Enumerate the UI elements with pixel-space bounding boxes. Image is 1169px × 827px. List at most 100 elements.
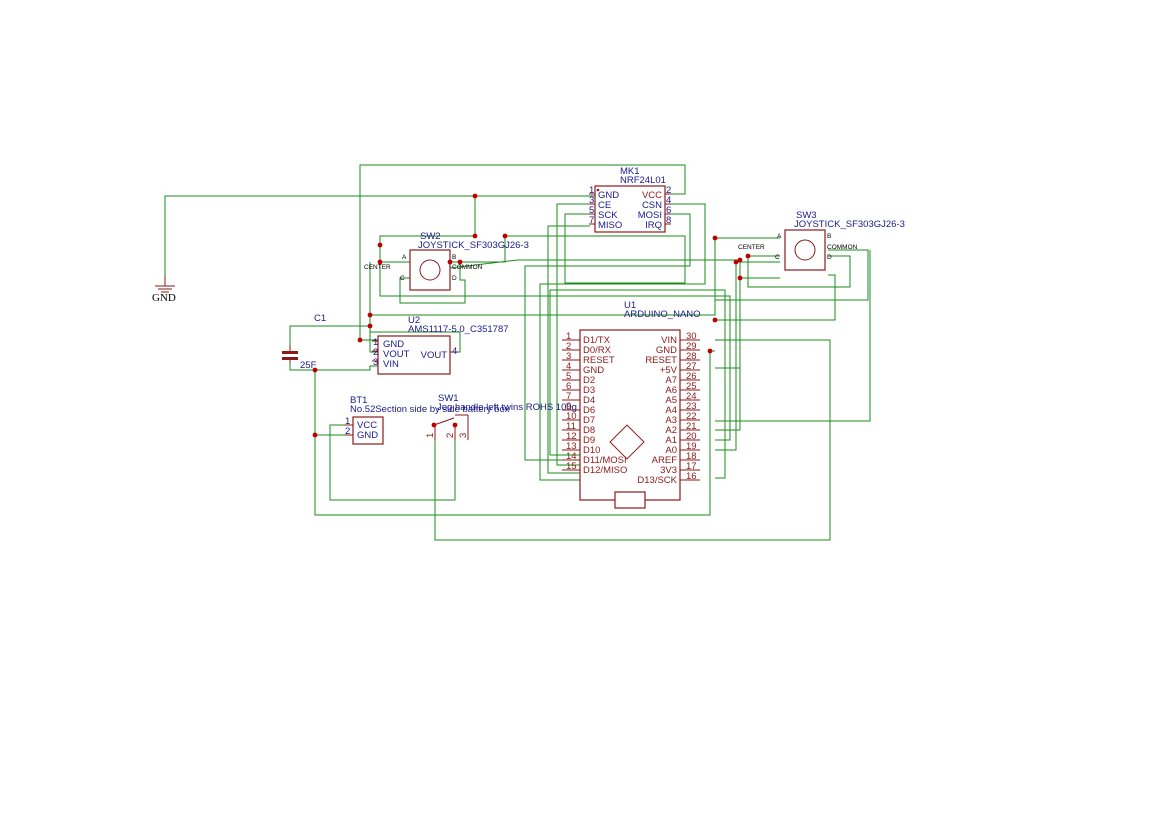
c1-value: 25F: [300, 360, 317, 371]
mk1-value: NRF24L01: [620, 175, 666, 186]
wire: [547, 225, 590, 474]
u1-pin-name: D1/TX: [583, 335, 611, 346]
u1-pin-num: 23: [686, 401, 697, 412]
junction-dot: [737, 257, 743, 263]
wire: [524, 213, 691, 461]
junction-dot: [367, 323, 373, 329]
sw2-joystick[interactable]: SW2 JOYSTICK_SF303GJ26-3 A B C D CENTER …: [364, 231, 529, 291]
wire: [379, 196, 476, 263]
sw3-joystick[interactable]: SW3 JOYSTICK_SF303GJ26-3 A B C D CENTER …: [738, 210, 905, 271]
sw2-pin-b: B: [452, 254, 456, 261]
sw3-pin-d: D: [827, 254, 832, 261]
u2-ref: U2: [408, 315, 420, 326]
junction-dot: [502, 233, 508, 239]
sw2-pin-c: C: [400, 275, 405, 282]
junction-dot: [707, 348, 713, 354]
bt1-pin-name: VCC: [357, 420, 377, 431]
u1-pin-name: GND: [583, 365, 604, 376]
u1-pin-name: D9: [583, 435, 595, 446]
bt1-value: No.52Section side by side battery box: [350, 404, 510, 415]
junction-dot: [447, 259, 453, 265]
gnd-label: GND: [152, 292, 176, 304]
sw2-center: CENTER: [364, 264, 391, 271]
u1-pin-name: D0/RX: [583, 345, 612, 356]
c1-ref: C1: [314, 313, 326, 324]
u1-pin-num: 13: [566, 441, 577, 452]
mk1-pin-name: MOSI: [638, 210, 662, 221]
u1-pin-name: A3: [665, 415, 677, 426]
junction-dot: [745, 253, 751, 259]
u1-pin-name: D7: [583, 415, 595, 426]
u1-pin-num: 16: [686, 471, 697, 482]
u1-pin-name: D2: [583, 375, 595, 386]
mk1-pin-name: SCK: [598, 210, 618, 221]
u1-pin-name: AREF: [652, 455, 678, 466]
u1-pin-name: GND: [656, 345, 677, 356]
sw3-center: CENTER: [738, 244, 765, 251]
mk1-pin-num: 4: [666, 195, 671, 206]
junction-dot: [357, 337, 363, 343]
junction-dot: [312, 432, 318, 438]
u1-pin-num: 27: [686, 361, 697, 372]
u1-pin-num: 2: [566, 341, 571, 352]
junction-dot: [472, 233, 478, 239]
sw1-pin-3: 3: [458, 433, 469, 438]
u1-pin-num: 25: [686, 381, 697, 392]
sw1-micro-switch[interactable]: SW1 Jog handle left twins ROHS 100g Micr…: [425, 393, 633, 440]
u1-pin-num: 28: [686, 351, 697, 362]
u1-value: ARDUINO_NANO: [624, 309, 701, 320]
u1-ref: U1: [624, 300, 636, 311]
sw3-ref: SW3: [796, 210, 817, 221]
sw1-pin-2: 2: [445, 433, 456, 438]
u1-pin-name: A0: [665, 445, 677, 456]
wire: [399, 262, 466, 304]
bt1-pin-num: 1: [345, 416, 350, 427]
junctions: [312, 193, 751, 438]
mk1-pin-num: 1: [589, 185, 594, 196]
u1-pin-name: VIN: [661, 335, 677, 346]
u1-pin-name: 3V3: [660, 465, 677, 476]
wire: [434, 339, 831, 541]
u1-pin-name: RESET: [645, 355, 677, 366]
junction-dot: [377, 259, 383, 265]
u1-pin-num: 7: [566, 391, 571, 402]
sw2-value: JOYSTICK_SF303GJ26-3: [418, 240, 529, 251]
u1-pin-name: D10: [583, 445, 600, 456]
u1-pin-num: 22: [686, 411, 697, 422]
mk1-pin-num: 7: [589, 215, 594, 226]
junction-dot: [737, 275, 743, 281]
u2-pin-name: VOUT: [421, 350, 448, 361]
u1-pin-num: 21: [686, 421, 697, 432]
c1-capacitor[interactable]: C1 25F: [282, 313, 326, 371]
u2-value: AMS1117-5.0_C351787: [408, 324, 509, 335]
wire: [714, 238, 869, 301]
bt1-battery-box[interactable]: BT1 No.52Section side by side battery bo…: [345, 395, 510, 445]
u1-pin-name: D3: [583, 385, 595, 396]
u1-pin-num: 4: [566, 361, 571, 372]
junction-dot: [312, 367, 318, 373]
u2-pin-num: 4: [452, 346, 457, 357]
wires: [164, 164, 871, 541]
bt1-ref: BT1: [350, 395, 367, 406]
junction-dot: [377, 242, 383, 248]
chip-icon: [609, 424, 645, 460]
mk1-pin-name: CSN: [642, 200, 662, 211]
mk1-pin-num: 5: [589, 205, 594, 216]
mk1-pin-num: 6: [666, 205, 671, 216]
wire: [715, 250, 871, 422]
wire: [369, 237, 780, 316]
u2-pin-name: VIN: [383, 359, 399, 370]
wire: [329, 424, 456, 501]
bt1-pin-num: 2: [345, 426, 350, 437]
u1-pin-num: 24: [686, 391, 697, 402]
mk1-pin-name: MISO: [598, 220, 622, 231]
sw2-common: COMMON: [452, 264, 483, 271]
sw1-value: Jog handle left twins ROHS 100g Micro Sw…: [437, 402, 633, 413]
u1-pin-name: D8: [583, 425, 595, 436]
u1-pin-num: 14: [566, 451, 577, 462]
u1-pin-num: 12: [566, 431, 577, 442]
wire: [289, 363, 378, 371]
